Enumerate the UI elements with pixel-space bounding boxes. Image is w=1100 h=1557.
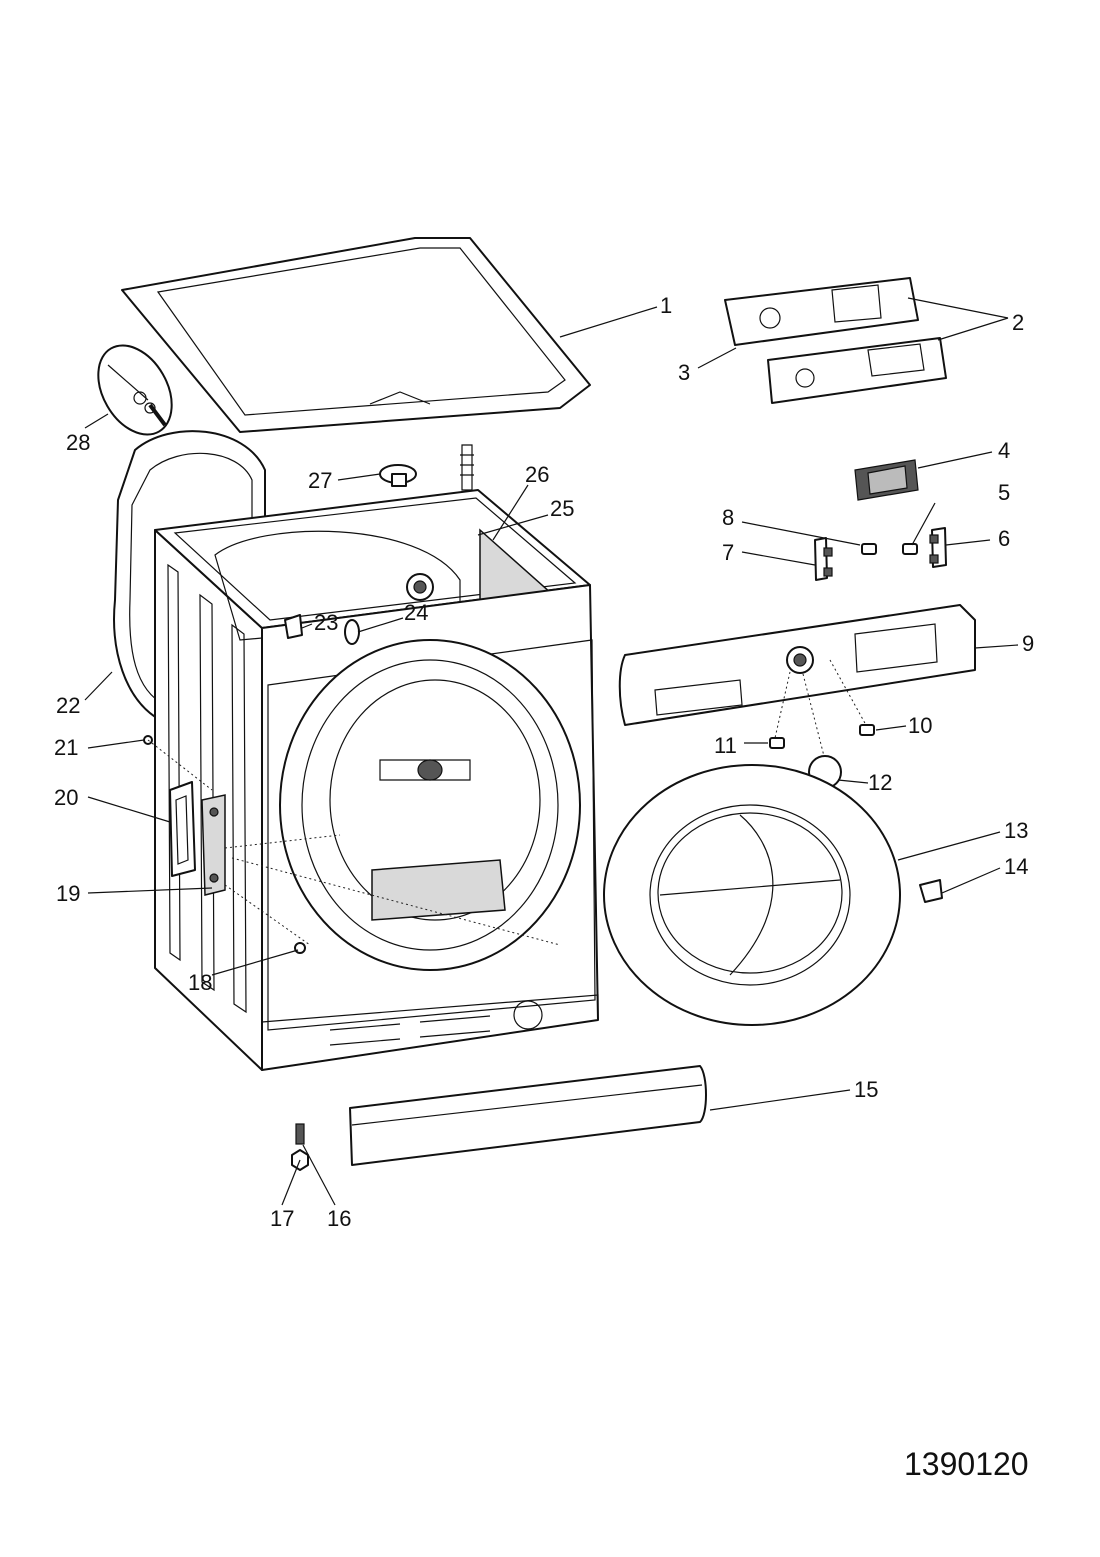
callout-15: 15 [854,1077,878,1102]
callout-14: 14 [1004,854,1028,879]
leader-lines [84,297,1019,1206]
callout-11: 11 [714,733,737,758]
callout-17: 17 [270,1206,294,1231]
part-hinge-kit-bubble [97,344,173,436]
callout-4: 4 [998,438,1010,463]
callout-22: 22 [56,693,80,718]
part-door-assembly [603,764,901,1026]
callout-24: 24 [404,600,428,625]
callout-5: 5 [998,480,1010,505]
callout-19: 19 [56,881,80,906]
callout-16: 16 [327,1206,351,1231]
callout-21: 21 [54,735,78,760]
part-adjustable-foot [291,1123,309,1171]
callout-26: 26 [525,462,549,487]
callout-3: 3 [678,360,690,385]
callout-8: 8 [722,505,734,530]
callout-18: 18 [188,970,212,995]
part-control-fascia [618,604,976,789]
callout-20: 20 [54,785,78,810]
part-kick-plate [349,1065,707,1166]
part-hose-clamp [379,464,417,487]
callout-1: 1 [660,293,672,318]
callout-12: 12 [868,770,892,795]
callout-2: 2 [1012,310,1024,335]
callout-6: 6 [998,526,1010,551]
callout-9: 9 [1022,631,1034,656]
part-door-catch [919,879,943,903]
callout-labels: 1 2 3 4 5 6 7 8 9 10 11 12 13 14 15 16 1… [54,293,1034,1231]
part-small-buttons [814,527,947,581]
document-number: 1390120 [904,1446,1029,1482]
callout-25: 25 [550,496,574,521]
callout-10: 10 [908,713,932,738]
part-cabinet [154,444,599,1071]
callout-13: 13 [1004,818,1028,843]
callout-23: 23 [314,610,338,635]
callout-28: 28 [66,430,90,455]
part-display-module [854,459,919,501]
callout-27: 27 [308,468,332,493]
part-door-hinge [143,735,561,954]
part-top-lid [121,237,591,433]
part-control-board [724,277,947,404]
callout-7: 7 [722,540,734,565]
